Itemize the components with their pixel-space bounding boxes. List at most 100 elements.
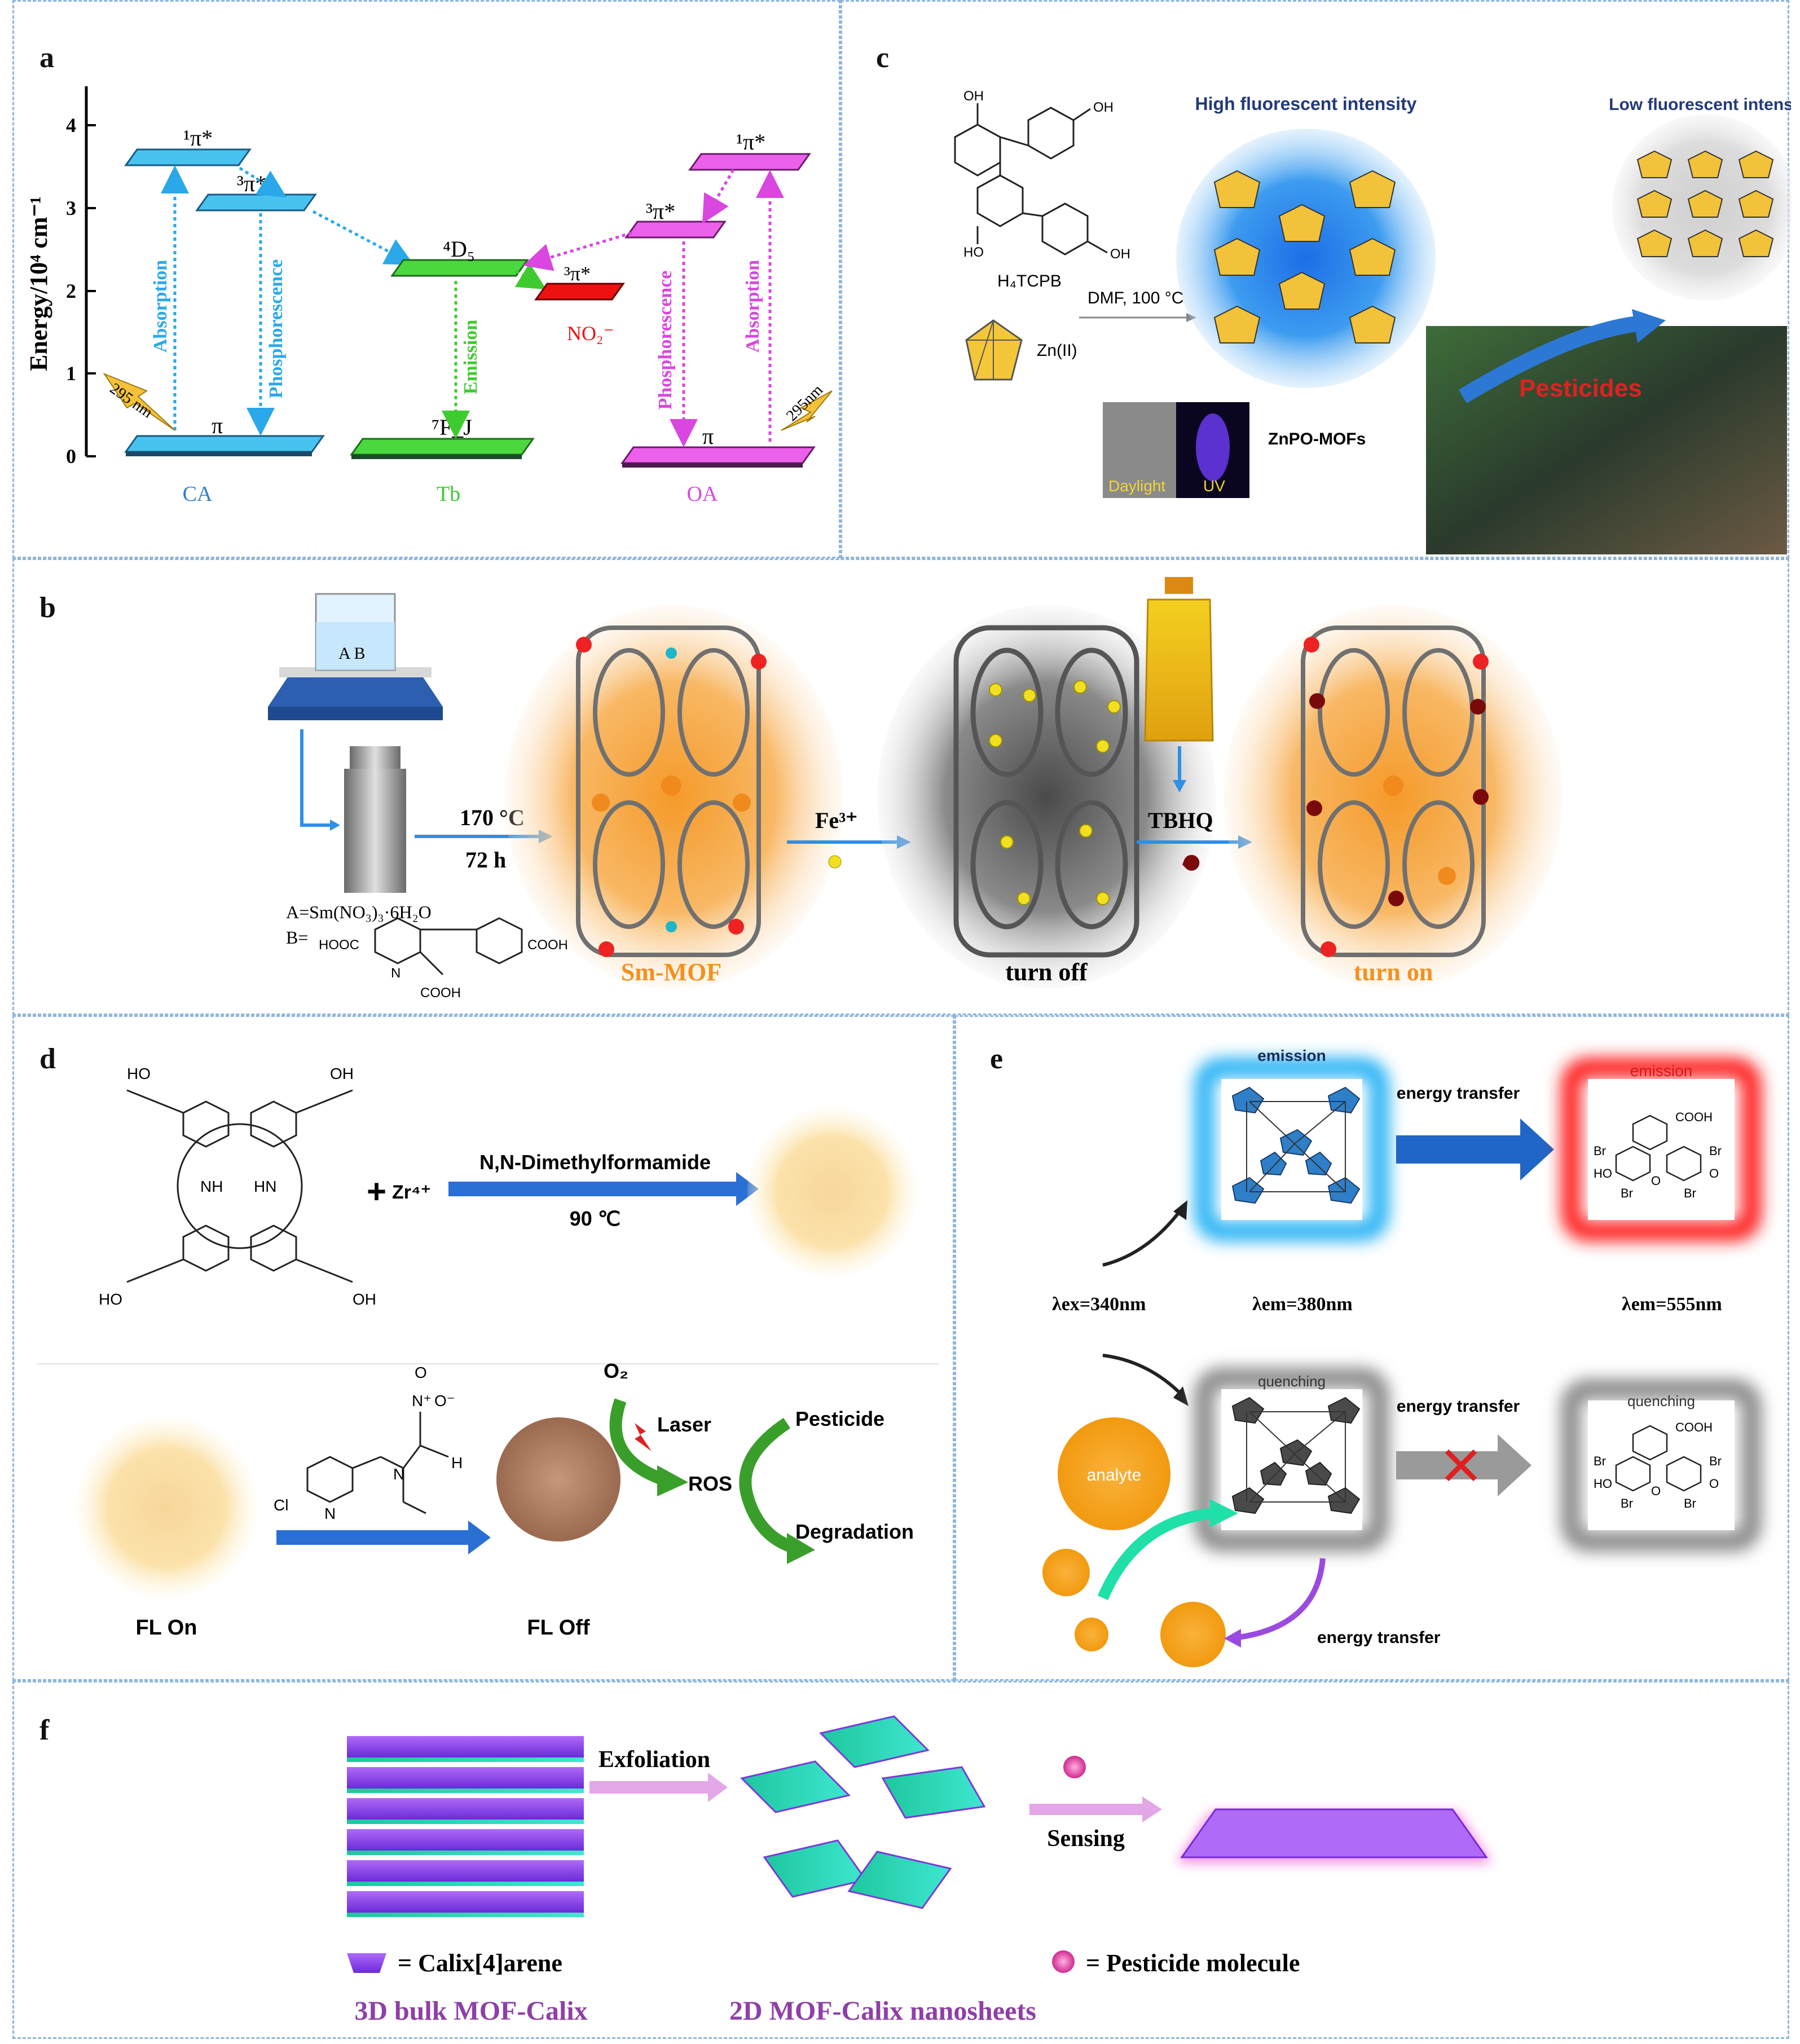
dye-group: O (1651, 1174, 1661, 1188)
pesticide-legend-icon (1052, 1950, 1075, 1973)
bulk-mof-stack (347, 1736, 584, 1917)
plus-sign: + (367, 1173, 386, 1210)
analyte-label: analyte (1087, 1466, 1142, 1484)
fl-on-particle-top (747, 1107, 917, 1276)
emission-glow-left (1194, 1058, 1389, 1241)
photo-label-daylight: Daylight (1108, 477, 1165, 495)
lambda-em2: λem=555nm (1622, 1294, 1722, 1315)
quencher-label: Fe³⁺ (815, 808, 857, 833)
zn-polyhedron-icon (965, 319, 1023, 381)
legend-pesticide: = Pesticide molecule (1086, 1949, 1300, 1977)
ligand-group: COOH (420, 985, 461, 1001)
ca-transfer-arrow (312, 210, 414, 265)
turn-off-framework (953, 625, 1139, 958)
pesticides-label: Pesticides (1519, 375, 1642, 402)
eosin-structure-bottom (1615, 1425, 1702, 1492)
detection-arrowhead (468, 1521, 491, 1554)
energy-transfer-back-arrowhead (1224, 1629, 1241, 1647)
no2-label: NO₂⁻ (567, 322, 614, 345)
analyte-group: O (415, 1364, 427, 1381)
analyte-sphere-small (1042, 1549, 1090, 1596)
sensing-label: Sensing (1047, 1826, 1125, 1852)
temp-label: 90 ℃ (570, 1207, 620, 1230)
porphyrin-group: HN (254, 1178, 276, 1195)
energy-transfer-middle: energy transfer (1397, 1397, 1520, 1416)
tick-label: 3 (66, 197, 76, 219)
pesticide-curve-arrow (1458, 315, 1644, 404)
analyte-sphere-large (1058, 1417, 1170, 1530)
oa-transfer-arrow (523, 231, 632, 271)
dye-group: Br (1621, 1186, 1633, 1200)
oa-ground-label: π (702, 424, 714, 449)
uv-vial-glow (1196, 413, 1230, 481)
dye-box-top (1588, 1079, 1735, 1220)
fe-ions (989, 680, 1121, 905)
mof-cage-blue (1231, 1086, 1361, 1204)
eosin-structure-top (1615, 1114, 1702, 1182)
panel-e: emission energy transfer COOH Br Br HO O… (954, 1015, 1789, 1681)
mof-framework-low (1636, 150, 1774, 257)
box-label-emission-right: emission (1630, 1062, 1692, 1080)
group-label-ca: CA (183, 482, 213, 506)
tbhq-icon (1182, 854, 1200, 871)
ca-isc-arrow (239, 166, 287, 198)
detection-arrow (276, 1530, 468, 1545)
dye-group: Br (1684, 1186, 1696, 1200)
high-intensity-title: High fluorescent intensity (1195, 94, 1417, 114)
linker-name: H₄TCPB (997, 272, 1062, 290)
dye-group: COOH (1675, 1110, 1713, 1124)
ca-phosphorescence-label: Phosphorescence (266, 259, 287, 399)
panel-c-svg: OH OH HO OH H₄TCPB Zn(II) DMF, 100 °C Hi… (954, 89, 1800, 554)
turn-off-glow (877, 605, 1216, 989)
analyte-sphere-tiny (1075, 1618, 1108, 1651)
dye-group: O (1709, 1166, 1719, 1180)
group-label-tb: Tb (437, 482, 460, 506)
panel-b-svg: A B A=Sm(NO₃)₃·6H₂O B= HOOC N COOH COOH (268, 577, 1563, 1001)
nanosheets (740, 1715, 986, 1909)
excitation-bolt-oa (781, 390, 833, 431)
legend-calix: = Calix[4]arene (398, 1949, 562, 1977)
analyte-uptake-arrowhead (1210, 1499, 1238, 1527)
porphyrin-group: OH (330, 1065, 354, 1082)
daylight-photo (1103, 402, 1176, 498)
sm-mof-framework (576, 625, 761, 957)
fe-ion-icon (828, 855, 842, 869)
flow-arrowhead (330, 820, 340, 831)
ligand-group: COOH (527, 937, 568, 953)
tick-label: 4 (66, 114, 76, 136)
dye-group: Br (1684, 1496, 1696, 1510)
panel-e-svg: emission energy transfer COOH Br Br HO O… (1042, 1047, 1762, 1667)
high-fluorescence-glow (1176, 129, 1436, 388)
tb-emission-label: Emission (460, 320, 481, 394)
energy-transfer-top: energy transfer (1397, 1084, 1520, 1103)
fl-off-particle (496, 1417, 620, 1541)
reagent-a: A=Sm(NO₃)₃·6H₂O (286, 902, 432, 922)
panel-b: A B A=Sm(NO₃)₃·6H₂O B= HOOC N COOH COOH (12, 558, 1789, 1015)
dye-group: Br (1594, 1144, 1606, 1158)
oa-triplet-level (624, 221, 727, 239)
dye-group: COOH (1675, 1420, 1713, 1434)
synthesis-arrowhead-d (736, 1172, 759, 1206)
laser-label: Laser (657, 1413, 711, 1436)
beaker-icon (315, 593, 396, 671)
mof-cage-links-gray (1246, 1411, 1346, 1503)
ca-absorption-label: Absorption (150, 260, 171, 353)
panel-a: 0 1 2 3 4 Energy/10⁴ cm⁻¹ ¹π* ³π* π CA A… (12, 0, 840, 558)
analyte-group: O⁻ (434, 1392, 455, 1409)
porphyrin-group: NH (200, 1178, 223, 1195)
oil-bottle-icon (1144, 577, 1214, 742)
ca-ground-label: π (212, 413, 223, 438)
energy-transfer-arrow-top (1396, 1118, 1554, 1180)
reaction-condition: DMF, 100 °C (1088, 289, 1183, 307)
box-label-quenching-left: quenching (1258, 1373, 1326, 1390)
porphyrin-structure (126, 1089, 353, 1283)
dye-group: Br (1594, 1454, 1606, 1468)
o2-label: O₂ (604, 1359, 628, 1382)
degradation-arrowhead (787, 1533, 815, 1564)
h4tcpb-structure (954, 103, 1108, 256)
pesticide-molecule-icon (1063, 1756, 1086, 1778)
tick-label: 2 (66, 280, 76, 302)
panel-d-svg: HO OH HO OH NH HN + Zr⁴⁺ N,N-Dimethylfor… (37, 1065, 939, 1640)
group-label-oa: OA (687, 482, 718, 506)
sensing-arrow (1029, 1804, 1142, 1815)
